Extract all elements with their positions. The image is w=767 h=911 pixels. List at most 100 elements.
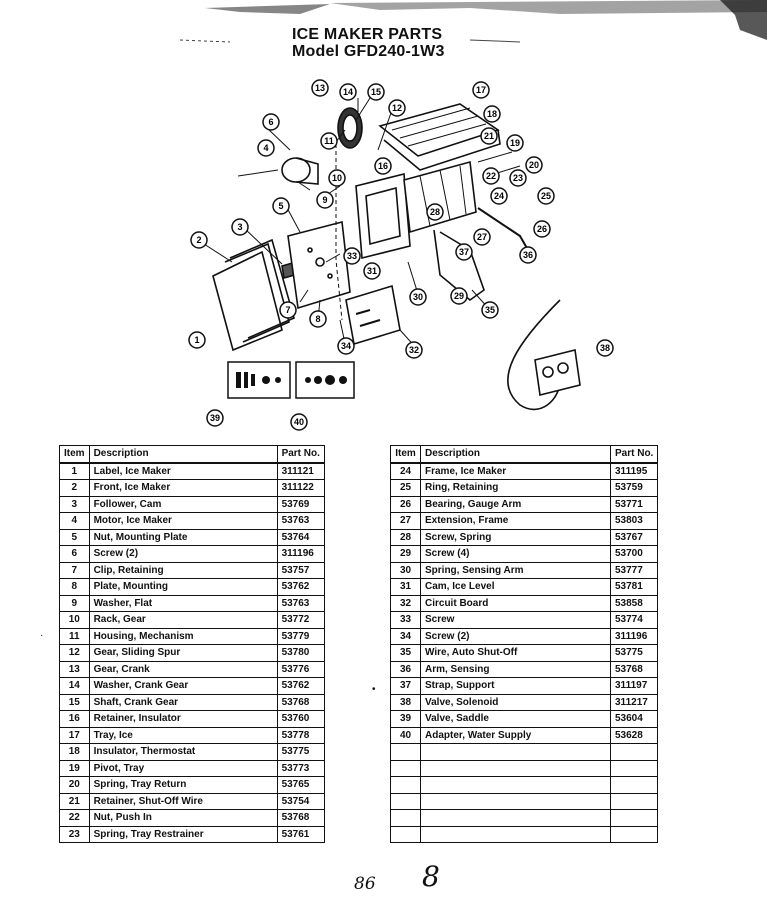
description-cell	[420, 759, 611, 777]
svg-text:6: 6	[268, 117, 273, 127]
part-number-cell: 53767	[609, 528, 659, 546]
part-number-cell: 53762	[276, 677, 325, 695]
part-number-cell: 53628	[609, 726, 659, 744]
description-cell: Insulator, Thermostat	[88, 743, 278, 761]
item-cell	[390, 809, 421, 827]
part-number-cell: 53803	[609, 512, 659, 530]
description-cell: Label, Ice Maker	[88, 462, 278, 480]
svg-text:12: 12	[392, 103, 402, 113]
item-cell: 16	[59, 710, 90, 728]
svg-text:14: 14	[343, 87, 353, 97]
part-number-cell: 53768	[276, 809, 325, 827]
svg-text:27: 27	[477, 232, 487, 242]
column-header-part-number: Part No.	[609, 445, 659, 464]
item-cell: 37	[390, 677, 421, 695]
callout-38: 38	[596, 339, 614, 357]
handwritten-note: 86	[354, 874, 376, 894]
item-cell: 32	[390, 594, 421, 612]
callout-7: 7	[279, 301, 297, 319]
callout-28: 28	[426, 203, 444, 221]
part-number-cell: 53768	[276, 693, 325, 711]
item-cell: 34	[390, 627, 421, 645]
item-cell: 12	[59, 644, 90, 662]
svg-text:32: 32	[409, 345, 419, 355]
callout-9: 9	[316, 191, 334, 209]
table-row	[390, 792, 659, 810]
callout-25: 25	[537, 187, 555, 205]
callout-32: 32	[405, 341, 423, 359]
item-cell: 19	[59, 759, 90, 777]
callout-13: 13	[311, 79, 329, 97]
description-cell: Bearing, Gauge Arm	[420, 495, 611, 513]
part-number-cell: 53772	[276, 611, 325, 629]
part-number-cell: 53604	[609, 710, 659, 728]
column-header-item: Item	[390, 445, 421, 464]
description-cell: Valve, Solenoid	[420, 693, 611, 711]
svg-text:2: 2	[196, 235, 201, 245]
description-cell: Screw (4)	[420, 545, 611, 563]
item-cell: 9	[59, 594, 90, 612]
description-cell: Washer, Crank Gear	[88, 677, 278, 695]
description-cell: Nut, Mounting Plate	[88, 528, 278, 546]
description-cell: Spring, Sensing Arm	[420, 561, 611, 579]
description-cell	[420, 809, 611, 827]
description-cell: Adapter, Water Supply	[420, 726, 611, 744]
callout-19: 19	[506, 134, 524, 152]
callout-20: 20	[525, 156, 543, 174]
callout-24: 24	[490, 187, 508, 205]
item-cell: 8	[59, 578, 90, 596]
callout-11: 11	[320, 132, 338, 150]
stray-mark: ·	[40, 630, 44, 641]
description-cell	[420, 743, 611, 761]
description-cell: Screw	[420, 611, 611, 629]
svg-text:23: 23	[513, 173, 523, 183]
part-number-cell	[609, 759, 659, 777]
callout-17: 17	[472, 81, 490, 99]
svg-text:38: 38	[600, 343, 610, 353]
callout-36: 36	[519, 246, 537, 264]
exploded-parts-diagram: 1 2 3 4 5 6 7 8 9 10 11 12 13 14 15 16 1…	[188, 79, 614, 431]
callout-3: 3	[231, 218, 249, 236]
callout-30: 30	[409, 288, 427, 306]
callout-8: 8	[309, 310, 327, 328]
part-number-cell: 53769	[276, 495, 325, 513]
description-cell: Extension, Frame	[420, 512, 611, 530]
callout-21: 21	[480, 127, 498, 145]
description-cell: Plate, Mounting	[88, 578, 278, 596]
item-cell: 27	[390, 512, 421, 530]
svg-text:15: 15	[371, 87, 381, 97]
part-number-cell: 53762	[276, 578, 325, 596]
svg-text:31: 31	[367, 266, 377, 276]
item-cell: 30	[390, 561, 421, 579]
description-cell: Spring, Tray Restrainer	[88, 825, 278, 843]
part-number-cell: 311195	[609, 462, 659, 480]
callout-18: 18	[483, 105, 501, 123]
description-cell: Nut, Push In	[88, 809, 278, 827]
part-number-cell: 53760	[276, 710, 325, 728]
callout-33: 33	[343, 247, 361, 265]
item-cell: 15	[59, 693, 90, 711]
item-cell	[390, 776, 421, 794]
callout-37: 37	[455, 243, 473, 261]
description-cell: Ring, Retaining	[420, 479, 611, 497]
scan-noise	[179, 0, 767, 43]
item-cell: 4	[59, 512, 90, 530]
